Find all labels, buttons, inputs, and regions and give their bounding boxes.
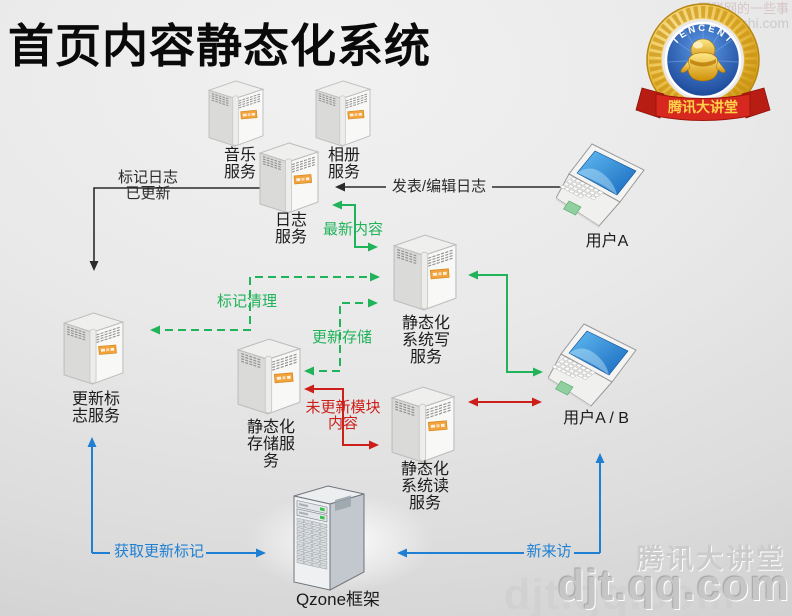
label-flag-service: 更新标 志服务 — [71, 391, 120, 425]
server-icon-qzone — [291, 485, 369, 593]
server-icon-flag — [63, 312, 124, 385]
label-user-a: 用户A — [585, 233, 629, 250]
badge-ribbon-text: 腾讯大讲堂 — [668, 99, 738, 115]
edge-label-stale-module-content: 未更新模块 内容 — [305, 399, 381, 432]
label-music-service: 音乐 服务 — [223, 147, 256, 181]
label-storage-service: 静态化 存储服 务 — [246, 419, 295, 470]
server-icon-read — [391, 386, 455, 463]
edge-label-new-visitor: 新来访 — [526, 543, 572, 560]
laptop-icon-user-a — [556, 142, 648, 228]
edge-label-mark-blog-updated: 标记日志 已更新 — [117, 169, 178, 202]
label-blog-service: 日志 服务 — [274, 212, 307, 246]
server-icon-storage — [237, 338, 301, 415]
label-write-service: 静态化 系统写 服务 — [401, 315, 450, 366]
server-icon-music — [208, 80, 264, 147]
edge-label-latest-content: 最新内容 — [322, 221, 383, 238]
edge-label-publish-edit-blog: 发表/编辑日志 — [391, 178, 487, 195]
bottom-watermark-url-ghost: djt.qq.com — [503, 570, 736, 616]
edge-label-mark-cleanup: 标记清理 — [216, 293, 277, 310]
bottom-watermark-brand: 腾讯大讲堂 — [636, 544, 786, 574]
bottom-watermark-url: djt.qq.com — [557, 561, 790, 610]
label-qzone-framework: Qzone框架 — [295, 590, 381, 609]
edge-label-update-storage: 更新存储 — [311, 329, 372, 346]
tencent-badge-logo: TENCENT 腾讯大讲堂 — [635, 3, 771, 121]
server-icon-write — [393, 234, 457, 311]
edge-label-get-update-marks: 获取更新标记 — [113, 543, 204, 560]
server-icon-album — [315, 80, 371, 147]
qq-penguin-icon — [680, 38, 726, 82]
edge-write-user-line — [468, 270, 543, 377]
edge-latest-content-line — [332, 200, 378, 252]
edge-update-storage-line — [304, 298, 378, 376]
edge-mark-cleanup-line — [150, 272, 380, 335]
page-title: 首页内容静态化系统 — [8, 20, 431, 72]
label-album-service: 相册 服务 — [327, 147, 360, 181]
laptop-icon-user-ab — [548, 322, 640, 408]
edge-mark-blog-updated-line — [89, 187, 261, 271]
badge-ribbon: 腾讯大讲堂 — [635, 87, 771, 121]
label-read-service: 静态化 系统读 服务 — [400, 461, 449, 512]
label-user-ab: 用户A / B — [563, 410, 629, 427]
edge-stale-module-line — [304, 384, 379, 450]
